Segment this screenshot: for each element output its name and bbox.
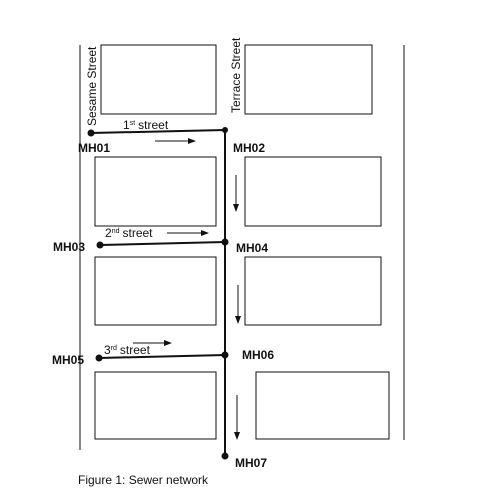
manhole-mh04 [221, 238, 229, 246]
city-block-left-3 [94, 256, 217, 326]
flow-arrow-terrace-1 [233, 175, 239, 212]
sesame-street-label: Sesame Street [85, 46, 99, 126]
sewer-pipe-3rd-street [98, 354, 226, 359]
mh01-label: MH01 [78, 141, 110, 155]
manhole-mh05 [95, 354, 103, 362]
mh04-label: MH04 [236, 241, 268, 255]
sewer-pipe-2nd-street [99, 241, 226, 246]
second-street-suffix: nd [112, 228, 120, 235]
third-street-suffix: rd [111, 345, 117, 352]
mh05-label: MH05 [52, 353, 84, 367]
mh06-label: MH06 [242, 348, 274, 362]
city-block-left-4 [94, 371, 217, 440]
manhole-mh02 [222, 127, 228, 133]
mh07-label: MH07 [235, 456, 267, 470]
terrace-street-label: Terrace Street [229, 37, 243, 113]
sewer-pipe-1st-street [90, 129, 226, 134]
mh02-label: MH02 [233, 141, 265, 155]
manhole-mh07 [221, 452, 229, 460]
city-block-left-2 [94, 156, 217, 227]
manhole-mh01 [87, 129, 95, 137]
flow-arrow-2nd-street [167, 230, 209, 236]
figure-caption: Figure 1: Sewer network [78, 473, 209, 487]
city-block-right-2 [244, 156, 382, 227]
manhole-mh03 [96, 241, 104, 249]
manhole-mh06 [221, 351, 229, 359]
second-street-ordinal: 2 [105, 226, 112, 240]
flow-arrow-terrace-3 [234, 395, 240, 440]
flow-arrow-3rd-street [133, 340, 172, 346]
flow-arrow-terrace-2 [235, 285, 241, 324]
mh03-label: MH03 [53, 240, 85, 254]
first-street-ordinal: 1 [123, 118, 130, 132]
second-street-word: street [122, 226, 153, 240]
city-block-left-1 [100, 44, 217, 115]
city-block-right-3 [244, 256, 382, 326]
city-block-right-1 [244, 44, 373, 115]
first-street-word: street [138, 118, 169, 132]
first-street-suffix: st [130, 120, 136, 127]
city-block-right-4 [255, 371, 390, 440]
third-street-word: street [120, 343, 151, 357]
third-street-ordinal: 3 [104, 343, 111, 357]
flow-arrow-1st-street [155, 138, 196, 144]
